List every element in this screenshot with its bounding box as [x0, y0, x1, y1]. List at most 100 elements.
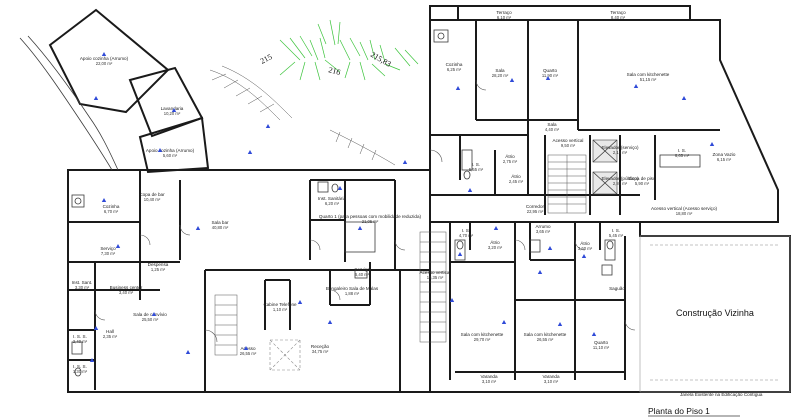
- fire-safety-marker-icon: [402, 160, 408, 164]
- room-area-arrumo: 3,65 m²: [536, 229, 551, 234]
- room-area-quarto1: 21,05 m²: [362, 219, 379, 224]
- room-area-acesso-vertical-c: 15,35 m²: [427, 275, 444, 280]
- room-area-atrio-low-a: 3,20 m²: [488, 245, 503, 250]
- room-area-sala-kitchenette-top: 51,15 m²: [640, 77, 657, 82]
- room-area-iss-left-b: 1,30 m²: [73, 369, 88, 374]
- room-area-sala-convivio: 25,50 m²: [142, 317, 159, 322]
- room-area-despensa: 1,25 m²: [151, 267, 166, 272]
- room-area-sala-kitchenette-a: 29,70 m²: [474, 337, 491, 342]
- room-labels: Apoio cozinha (Arrumo)22,00 m²Lavandaria…: [72, 10, 736, 384]
- room-area-business-center: 3,40 m²: [119, 290, 134, 295]
- room-name-terraco-b: Terraço: [610, 10, 626, 15]
- room-name-inst-sant-left: Inst. Sant.: [72, 280, 93, 285]
- elevator-shafts: [592, 139, 618, 195]
- room-area-cozinha-left: 6,70 m²: [104, 209, 119, 214]
- room-name-acesso-vertical-b: Acesso vertical (Acesso serviço): [651, 206, 718, 211]
- fire-safety-marker-icon: [195, 226, 201, 230]
- room-area-cabine: 1,10 m²: [273, 307, 288, 312]
- room-area-corredor: 22,95 m²: [527, 209, 544, 214]
- fire-safety-marker-icon: [537, 270, 543, 274]
- room-name-sala-kitchenette-top: Sala com kitchenette: [627, 72, 670, 77]
- room-name-cozinha-left: Cozinha: [103, 204, 120, 209]
- room-name-sala-top: Sala: [495, 68, 505, 73]
- room-name-despensa: Despensa: [148, 262, 169, 267]
- fire-safety-marker-icon: [501, 320, 507, 324]
- room-name-cozinha-top: Cozinha: [446, 62, 463, 67]
- fire-safety-marker-icon: [101, 52, 107, 56]
- fire-safety-marker-icon: [581, 254, 587, 258]
- room-name-sala-convivio: Sala de convívio: [133, 312, 167, 317]
- room-area-atrio-low-b: 3,60 m²: [578, 246, 593, 251]
- room-area-is-low-a: 4,70 m²: [459, 233, 474, 238]
- fire-safety-marker-icon: [547, 246, 553, 250]
- window-note: Janela Existente na Edificação Contígua: [680, 392, 763, 397]
- room-area-atrio-mid: 2,75 m²: [503, 159, 518, 164]
- room-area-varanda-b: 3,10 m²: [544, 379, 559, 384]
- sanitary-fixtures: [269, 339, 301, 371]
- room-area-acesso-vertical-b: 18,80 m²: [676, 211, 693, 216]
- room-name-zona-vazio: Zona Vazio: [713, 152, 736, 157]
- room-name-servico-mid: Serviço: [354, 267, 370, 272]
- room-area-iss-left-a: 2,40 m²: [73, 339, 88, 344]
- level-label-216: 216: [327, 65, 341, 77]
- room-name-is-low-a: I. S.: [462, 228, 470, 233]
- room-name-iss-left-b: I. S. S.: [73, 364, 87, 369]
- neighbor-label: Construção Vizinha: [676, 308, 754, 318]
- fire-safety-marker-icon: [89, 358, 95, 362]
- fire-safety-marker-icon: [185, 350, 191, 354]
- room-name-acesso-vertical-a: Acesso vertical: [553, 138, 584, 143]
- room-name-servico-left: Serviço: [100, 246, 116, 251]
- room-name-terraco-a: Terraço: [496, 10, 512, 15]
- fire-safety-marker-icon: [327, 320, 333, 324]
- fire-safety-marker-icon: [171, 108, 177, 112]
- sanitary-fixtures: [71, 29, 701, 377]
- fire-safety-marker-icon: [247, 150, 253, 154]
- room-area-lavandaria: 10,20 m²: [164, 111, 181, 116]
- room-area-apoio-cozinha-top: 22,00 m²: [96, 61, 113, 66]
- fire-safety-marker-icon: [93, 326, 99, 330]
- fire-safety-marker-icon: [115, 244, 121, 248]
- room-name-quarto-top: Quarto: [543, 68, 557, 73]
- room-area-terraco-a: 6,10 m²: [497, 15, 512, 20]
- fire-safety-marker-icon: [243, 346, 249, 350]
- fire-safety-marker-icon: [337, 186, 343, 190]
- fire-safety-marker-icon: [457, 252, 463, 256]
- plan-title: Planta do Piso 1: [648, 406, 710, 416]
- room-name-rececao: Receção: [311, 344, 330, 349]
- vegetation: [279, 19, 419, 81]
- room-name-varanda-a: Varanda: [480, 374, 497, 379]
- room-area-apoio-cozinha-mid: 5,60 m²: [163, 153, 178, 158]
- room-name-apoio-cozinha-top: Apoio cozinha (Arrumo): [80, 56, 129, 61]
- fire-safety-marker-icon: [467, 188, 473, 192]
- fire-safety-marker-icon: [493, 226, 499, 230]
- room-area-sala-kitchenette-b: 26,55 m²: [537, 337, 554, 342]
- room-name-sala-small: Sala: [547, 122, 557, 127]
- room-name-atrio-low-b: Átrio: [580, 240, 590, 246]
- room-name-inst-sanitaria-mid: Inst. Sanitária: [318, 196, 347, 201]
- room-name-lavandaria: Lavandaria: [161, 106, 184, 111]
- room-area-hall-left: 2,35 m²: [103, 334, 118, 339]
- room-area-copa-piso: 5,90 m²: [635, 181, 650, 186]
- level-label-215: 215: [259, 52, 274, 66]
- room-area-acesso-left: 26,55 m²: [240, 351, 257, 356]
- room-name-is-low-b: I. S.: [612, 228, 620, 233]
- fire-safety-marker-icon: [101, 198, 107, 202]
- doors: [94, 79, 636, 343]
- room-area-varanda-a: 3,10 m²: [482, 379, 497, 384]
- fire-safety-marker-icon: [357, 226, 363, 230]
- room-area-is-right-top: 6,65 m²: [675, 153, 690, 158]
- room-name-apoio-cozinha-mid: Apoio cozinha (Arrumo): [146, 148, 195, 153]
- room-name-sala-kitchenette-a: Sala com kitchenette: [461, 332, 504, 337]
- room-name-quarto-low: Quarto: [594, 340, 608, 345]
- fire-safety-marker-icon: [151, 312, 157, 316]
- room-name-saguao: Saguão: [609, 286, 625, 291]
- room-area-is-low-b: 5,45 m²: [609, 233, 624, 238]
- fire-safety-marker-icon: [709, 142, 715, 146]
- room-name-corredor: Corredor: [526, 204, 545, 209]
- room-area-acesso-vertical-a: 9,50 m²: [561, 143, 576, 148]
- room-name-sala-bar: Sala bar: [211, 220, 229, 225]
- fire-safety-marker-icon: [591, 332, 597, 336]
- room-area-terraco-b: 8,40 m²: [611, 15, 626, 20]
- room-name-quarto1: Quarto 1 (para pessoas com mobilidade re…: [319, 214, 422, 219]
